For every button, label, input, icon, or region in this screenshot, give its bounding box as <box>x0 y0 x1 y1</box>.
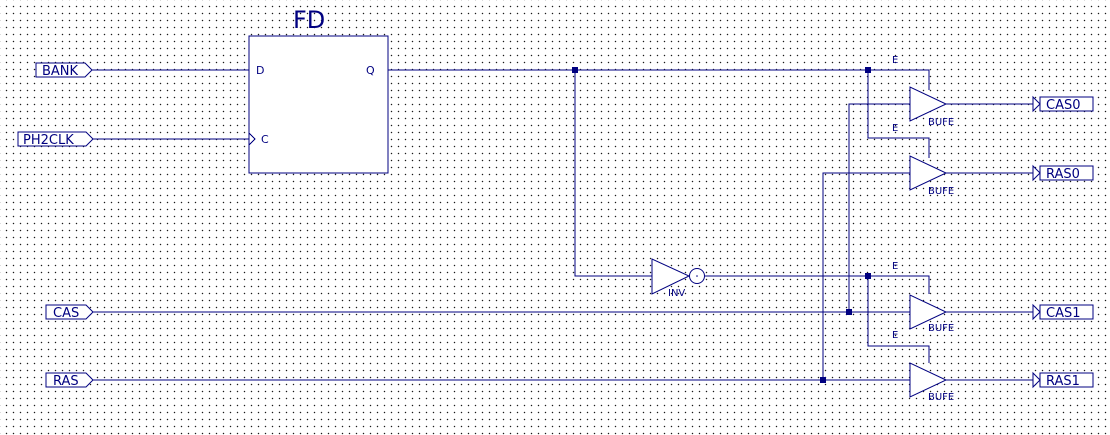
bufe-gate-ras0[interactable]: BUFE E <box>892 123 954 197</box>
wire-ras-net <box>93 172 910 381</box>
flipflop-fd[interactable]: FD D C Q <box>248 6 389 174</box>
flipflop-pin-d: D <box>256 64 264 77</box>
buffer-triangle-icon <box>909 362 948 398</box>
input-port-ras-label: RAS <box>53 374 79 389</box>
bufe-label: BUFE <box>928 323 954 334</box>
input-port-bank[interactable]: BANK <box>35 62 93 79</box>
input-port-ras[interactable]: RAS <box>45 372 94 389</box>
buffer-triangle-icon <box>909 86 948 122</box>
inverter-label: INV <box>668 288 685 299</box>
output-port-ras0[interactable]: RAS0 <box>1032 164 1094 182</box>
enable-label: E <box>892 123 898 134</box>
buffer-triangle-icon <box>909 294 948 330</box>
flipflop-pin-q: Q <box>366 64 375 77</box>
junction-dot <box>865 273 871 279</box>
bufe-gate-cas0[interactable]: BUFE E <box>892 55 954 128</box>
enable-label: E <box>892 55 898 66</box>
output-port-cas1-label: CAS1 <box>1046 306 1081 321</box>
wire-inv-out-net <box>705 275 930 363</box>
junction-dot <box>572 67 578 73</box>
wire-outputs <box>946 103 1040 381</box>
bufe-label: BUFE <box>928 186 954 197</box>
bufe-label: BUFE <box>928 392 954 403</box>
clock-triangle-icon <box>248 132 256 146</box>
input-port-cas-label: CAS <box>53 306 79 321</box>
output-port-ras1-label: RAS1 <box>1046 374 1080 389</box>
flipflop-title: FD <box>293 6 325 34</box>
flipflop-pin-c: C <box>261 133 269 146</box>
input-port-ph2clk-label: PH2CLK <box>23 133 74 148</box>
junction-dot <box>846 309 852 315</box>
output-port-ras0-label: RAS0 <box>1046 167 1080 182</box>
input-port-bank-label: BANK <box>42 64 79 79</box>
enable-label: E <box>892 330 898 341</box>
wire-cas-net <box>93 103 910 313</box>
input-port-ph2clk[interactable]: PH2CLK <box>17 131 94 148</box>
inverter-triangle-icon <box>651 258 691 295</box>
bufe-gate-cas1[interactable]: BUFE E <box>892 261 954 334</box>
input-port-cas[interactable]: CAS <box>45 304 94 321</box>
output-port-ras1[interactable]: RAS1 <box>1032 371 1094 389</box>
bufe-gate-ras1[interactable]: BUFE E <box>892 330 954 403</box>
bufe-label: BUFE <box>928 117 954 128</box>
junction-dot <box>820 377 826 383</box>
buffer-triangle-icon <box>909 155 948 191</box>
inverter-gate[interactable]: INV <box>651 258 705 299</box>
output-port-cas0[interactable]: CAS0 <box>1032 95 1094 113</box>
junction-dot <box>865 67 871 73</box>
enable-label: E <box>892 261 898 272</box>
output-port-cas0-label: CAS0 <box>1046 98 1081 113</box>
output-port-cas1[interactable]: CAS1 <box>1032 303 1094 321</box>
